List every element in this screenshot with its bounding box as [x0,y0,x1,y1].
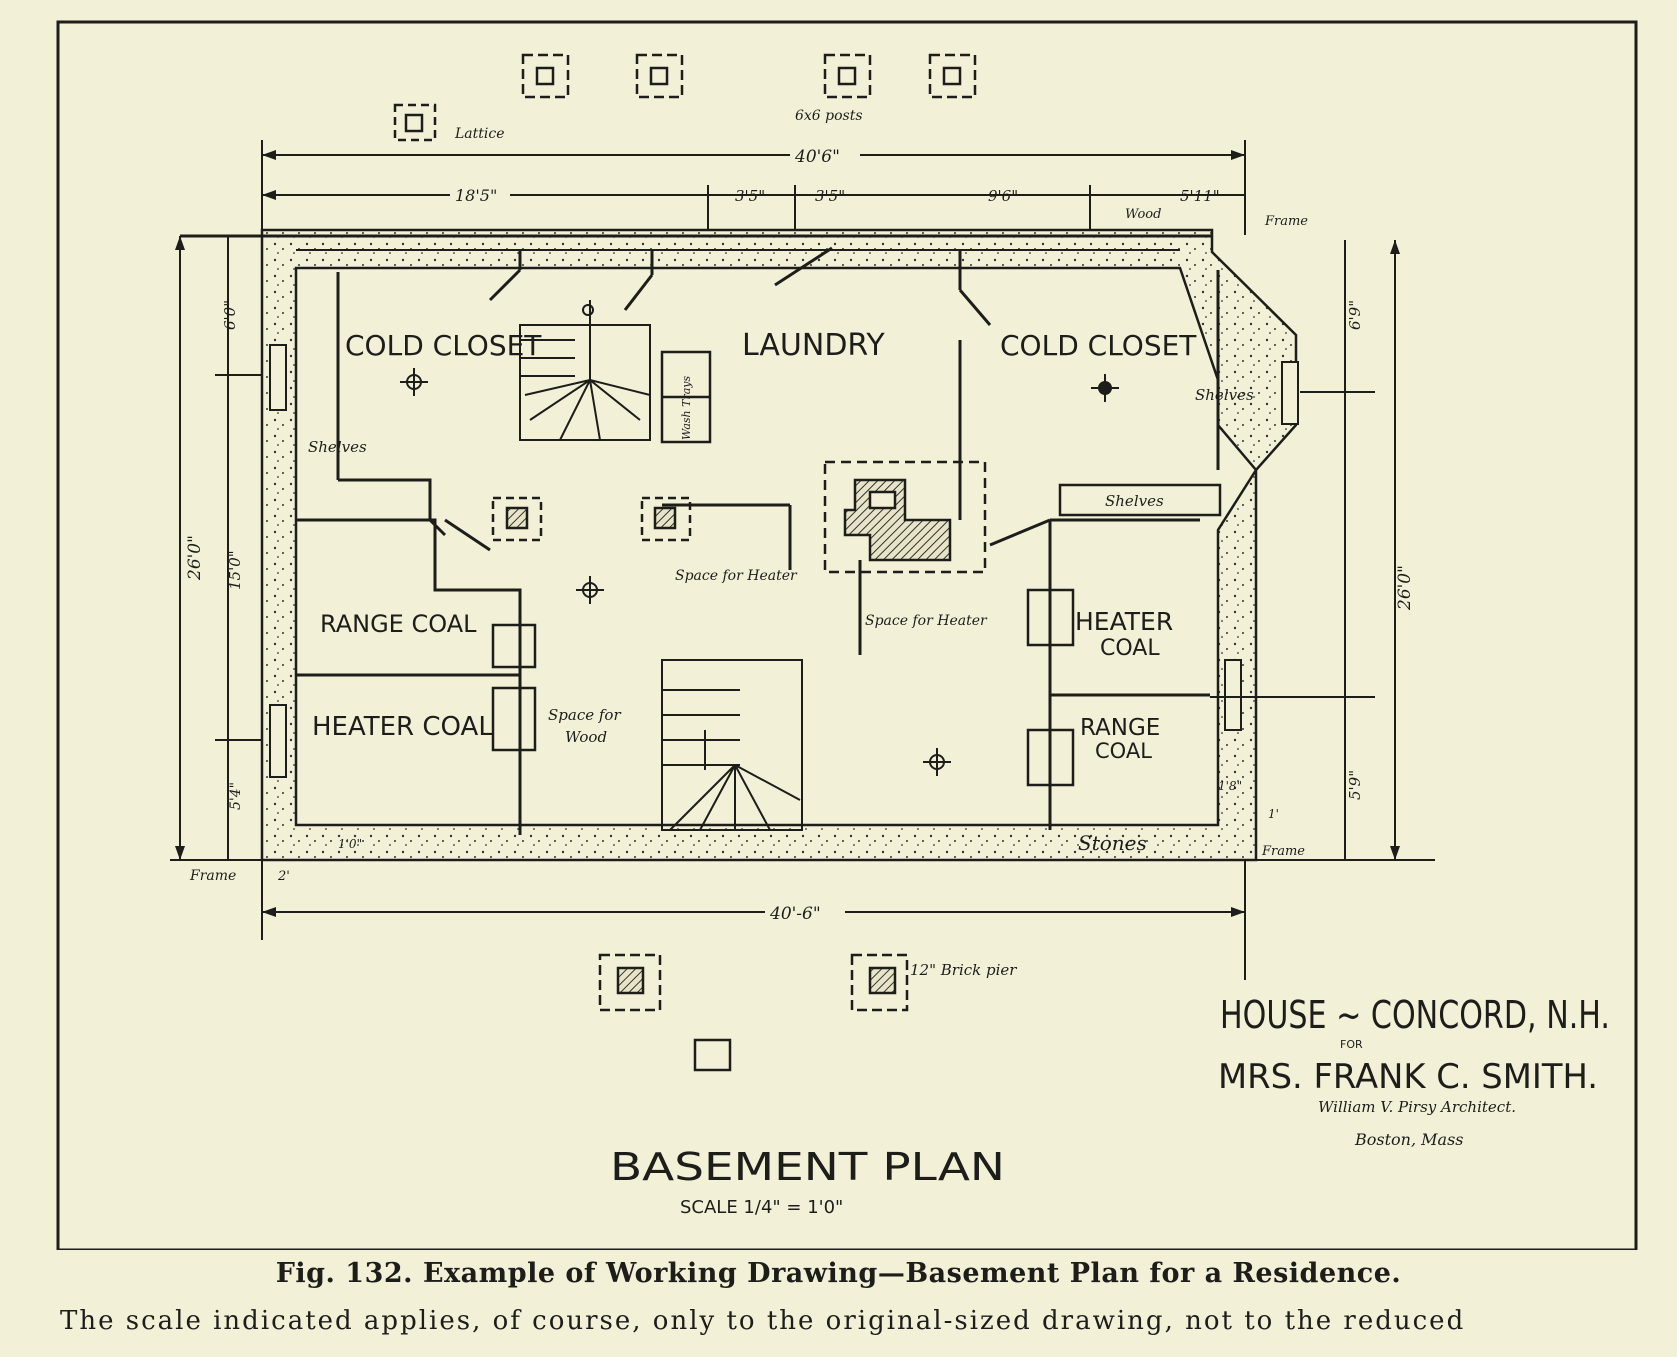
note-shelves-bottom: Shelves [1105,492,1164,510]
dim-overall-top: 40'6" [794,147,840,167]
dim-seg-3: 3'5" [815,187,845,205]
dim-seg-1: 18'5" [455,186,497,205]
dim-wall-1: 1'0" [338,837,362,851]
note-frame-left: Frame [189,868,236,884]
dim-left-mid: 15'0" [226,550,244,590]
dimension-lines [170,140,1435,980]
foundation-walls [260,228,1298,862]
note-posts: 6x6 posts [795,108,863,124]
note-brick-pier: 12" Brick pier [910,961,1017,979]
stair-lower [661,659,803,831]
room-label-laundry: LAUNDRY [742,328,885,363]
dim-left-total: 26'0" [185,535,205,581]
brick-piers-interior [491,496,1075,787]
dim-seg-4: 9'6" [988,187,1018,205]
wash-trays [660,350,712,444]
dim-wall-2: 2' [277,869,290,884]
dim-left-bot: 5'4" [228,782,244,810]
dim-overall-bottom: 40'-6" [769,904,821,924]
room-label-cold-closet-right: COLD CLOSET [1000,329,1197,362]
dim-right-total: 26'0" [1395,565,1415,611]
exterior-piers [393,53,977,1072]
room-label-heater-coal-right: COAL [1100,636,1160,661]
dimension-texts: 40'6" 18'5" 3'5" 3'5" 9'6" 5'11" 40'-6" … [185,143,1415,924]
dim-right-bot: 5'9" [1346,770,1364,800]
dim-wall-4: 1' [1268,807,1279,821]
note-lattice: Lattice [454,126,505,142]
note-frame-top: Frame [1264,214,1308,229]
title-block-architect: William V. Pirsy Architect. [1318,1098,1516,1116]
note-wash-trays: Wash Trays [680,375,693,440]
note-shelves-right: Shelves [1195,386,1254,404]
dim-right-top: 6'9" [1346,300,1364,330]
note-space-wood-2: Wood [565,728,607,746]
stair-upper [519,300,651,441]
dim-seg-2: 3'5" [735,187,765,205]
room-label-cold-closet-left: COLD CLOSET [345,329,542,362]
basement-plan-drawing: COLD CLOSET LAUNDRY COLD CLOSET RANGE CO… [56,20,1638,1250]
dimension-arrows [175,150,1400,917]
room-label-range-coal-left: RANGE COAL [320,610,477,638]
figure-caption-title: Fig. 132. Example of Working Drawing—Bas… [275,1258,1402,1289]
interior-partitions [296,246,1222,835]
note-wood: Wood [1125,207,1161,222]
figure-caption-note: The scale indicated applies, of course, … [60,1306,1466,1336]
note-space-heater-2: Space for Heater [865,613,988,629]
room-label-heater-right: HEATER [1075,607,1173,636]
plan-scale: SCALE 1/4" = 1'0" [680,1197,843,1218]
dim-seg-5: 5'11" [1180,187,1220,205]
room-label-range-coal-right: COAL [1095,739,1152,763]
drawing-border [56,20,1638,1250]
dim-wall-3: 1'8" [1218,779,1242,793]
basement-windows [269,344,1299,778]
title-block-for: FOR [1340,1038,1363,1051]
note-space-wood-1: Space for [548,706,621,724]
room-label-range-right: RANGE [1080,715,1160,741]
title-block-city: Boston, Mass [1354,1130,1463,1149]
chimney-heater [823,460,987,574]
note-shelves-left: Shelves [308,438,367,456]
note-stones: Stones [1078,831,1147,855]
room-label-heater-coal-left: HEATER COAL [312,712,493,742]
note-frame-right: Frame [1261,844,1305,859]
note-space-heater-1: Space for Heater [675,568,798,584]
dim-left-top: 6'0" [221,300,239,330]
title-block-line1: HOUSE ~ CONCORD, N.H. [1220,993,1610,1037]
light-outlets [400,368,1119,776]
plan-title: BASEMENT PLAN [610,1145,1005,1189]
title-block-line2: MRS. FRANK C. SMITH. [1218,1057,1598,1097]
